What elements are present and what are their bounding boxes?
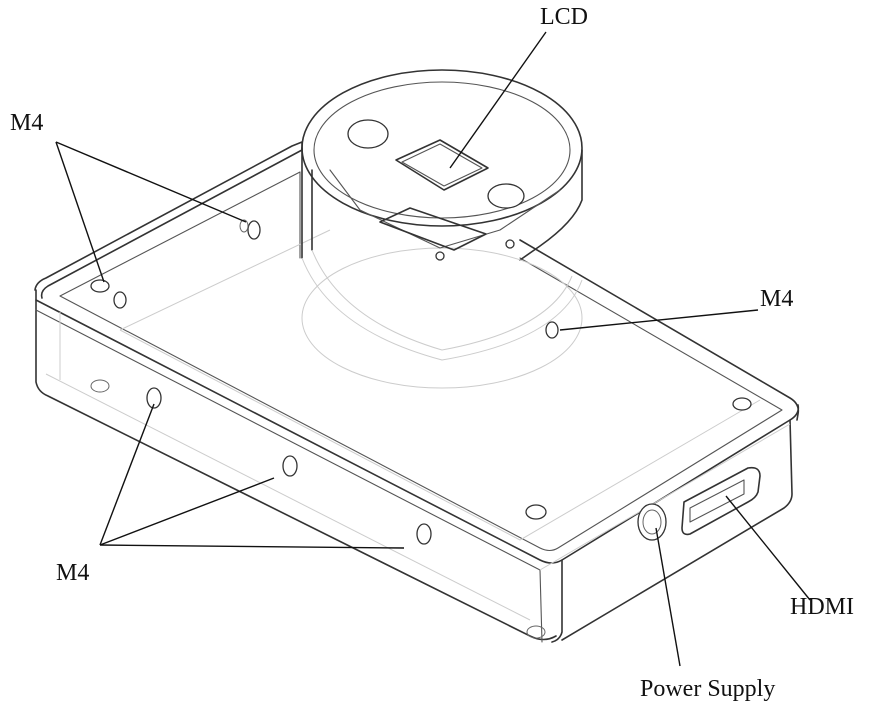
cylinder-inner-platform [329, 169, 561, 249]
cylinder-wall-left [301, 147, 313, 259]
box-front-wall-hidden [45, 312, 791, 621]
corner-hole-bottom [525, 504, 547, 520]
label-power-supply: Power Supply [640, 676, 775, 702]
cylinder-right-hole [487, 183, 525, 209]
hdmi-port [681, 466, 761, 536]
cylinder-top-inner [313, 81, 571, 219]
leader-lcd [449, 31, 547, 169]
label-m4-top-left: M4 [10, 110, 43, 136]
lcd-window-inner [401, 143, 483, 187]
labels: LCD M4 M4 M4 HDMI Power Supply [10, 4, 854, 702]
box-top-rim-outer [34, 141, 303, 299]
enclosure-box [34, 141, 800, 643]
lcd-window [395, 139, 489, 191]
label-m4-right: M4 [760, 286, 793, 312]
leader-m4-top-left-b [55, 141, 247, 223]
cylinder-hidden [301, 249, 583, 361]
leader-m4-bottom-a [99, 403, 155, 546]
corner-hole-top-right [732, 397, 752, 411]
label-m4-bottom-left: M4 [56, 560, 89, 586]
mounting-holes [90, 219, 761, 639]
cylinder-top-outer [301, 69, 583, 227]
m4-hole-front-2 [282, 455, 298, 477]
m4-hole-back-wall [247, 220, 261, 240]
box-inner-rim [59, 171, 783, 552]
corner-hole-top-left [90, 279, 110, 293]
leader-m4-bottom-b [99, 477, 275, 546]
front-hidden-hole-1 [90, 379, 110, 393]
m4-hole-back-wall-inner [239, 219, 249, 233]
leader-lines [55, 31, 811, 667]
cylinder-large-hole [347, 119, 389, 149]
leader-m4-right [559, 309, 759, 331]
box-top-rim-back [519, 239, 800, 421]
box-right-wall [551, 419, 793, 643]
m4-hole-left-wall [113, 291, 127, 309]
cylinder-small-hole-1 [435, 251, 445, 261]
m4-hole-front-3 [416, 523, 432, 545]
leader-power-supply [655, 527, 681, 667]
cylinder-small-hole-2 [505, 239, 515, 249]
lcd-slot [379, 207, 487, 251]
lcd-cylinder [301, 69, 583, 389]
label-lcd: LCD [540, 4, 588, 30]
cylinder-bottom-hidden [301, 247, 583, 389]
box-front-wall [35, 299, 557, 641]
leader-m4-bottom-c [99, 544, 405, 549]
power-supply-jack [637, 503, 667, 541]
m4-hole-right-wall [545, 321, 559, 339]
power-supply-jack-inner [642, 509, 662, 535]
front-hidden-hole-2 [526, 625, 546, 639]
hdmi-port-inner [689, 479, 745, 523]
cylinder-wall-right [519, 149, 583, 261]
leader-hdmi [725, 495, 811, 601]
leader-m4-top-left-a [55, 141, 105, 283]
box-floor [119, 229, 761, 541]
label-hdmi: HDMI [790, 594, 854, 620]
m4-hole-front-1 [146, 387, 162, 409]
